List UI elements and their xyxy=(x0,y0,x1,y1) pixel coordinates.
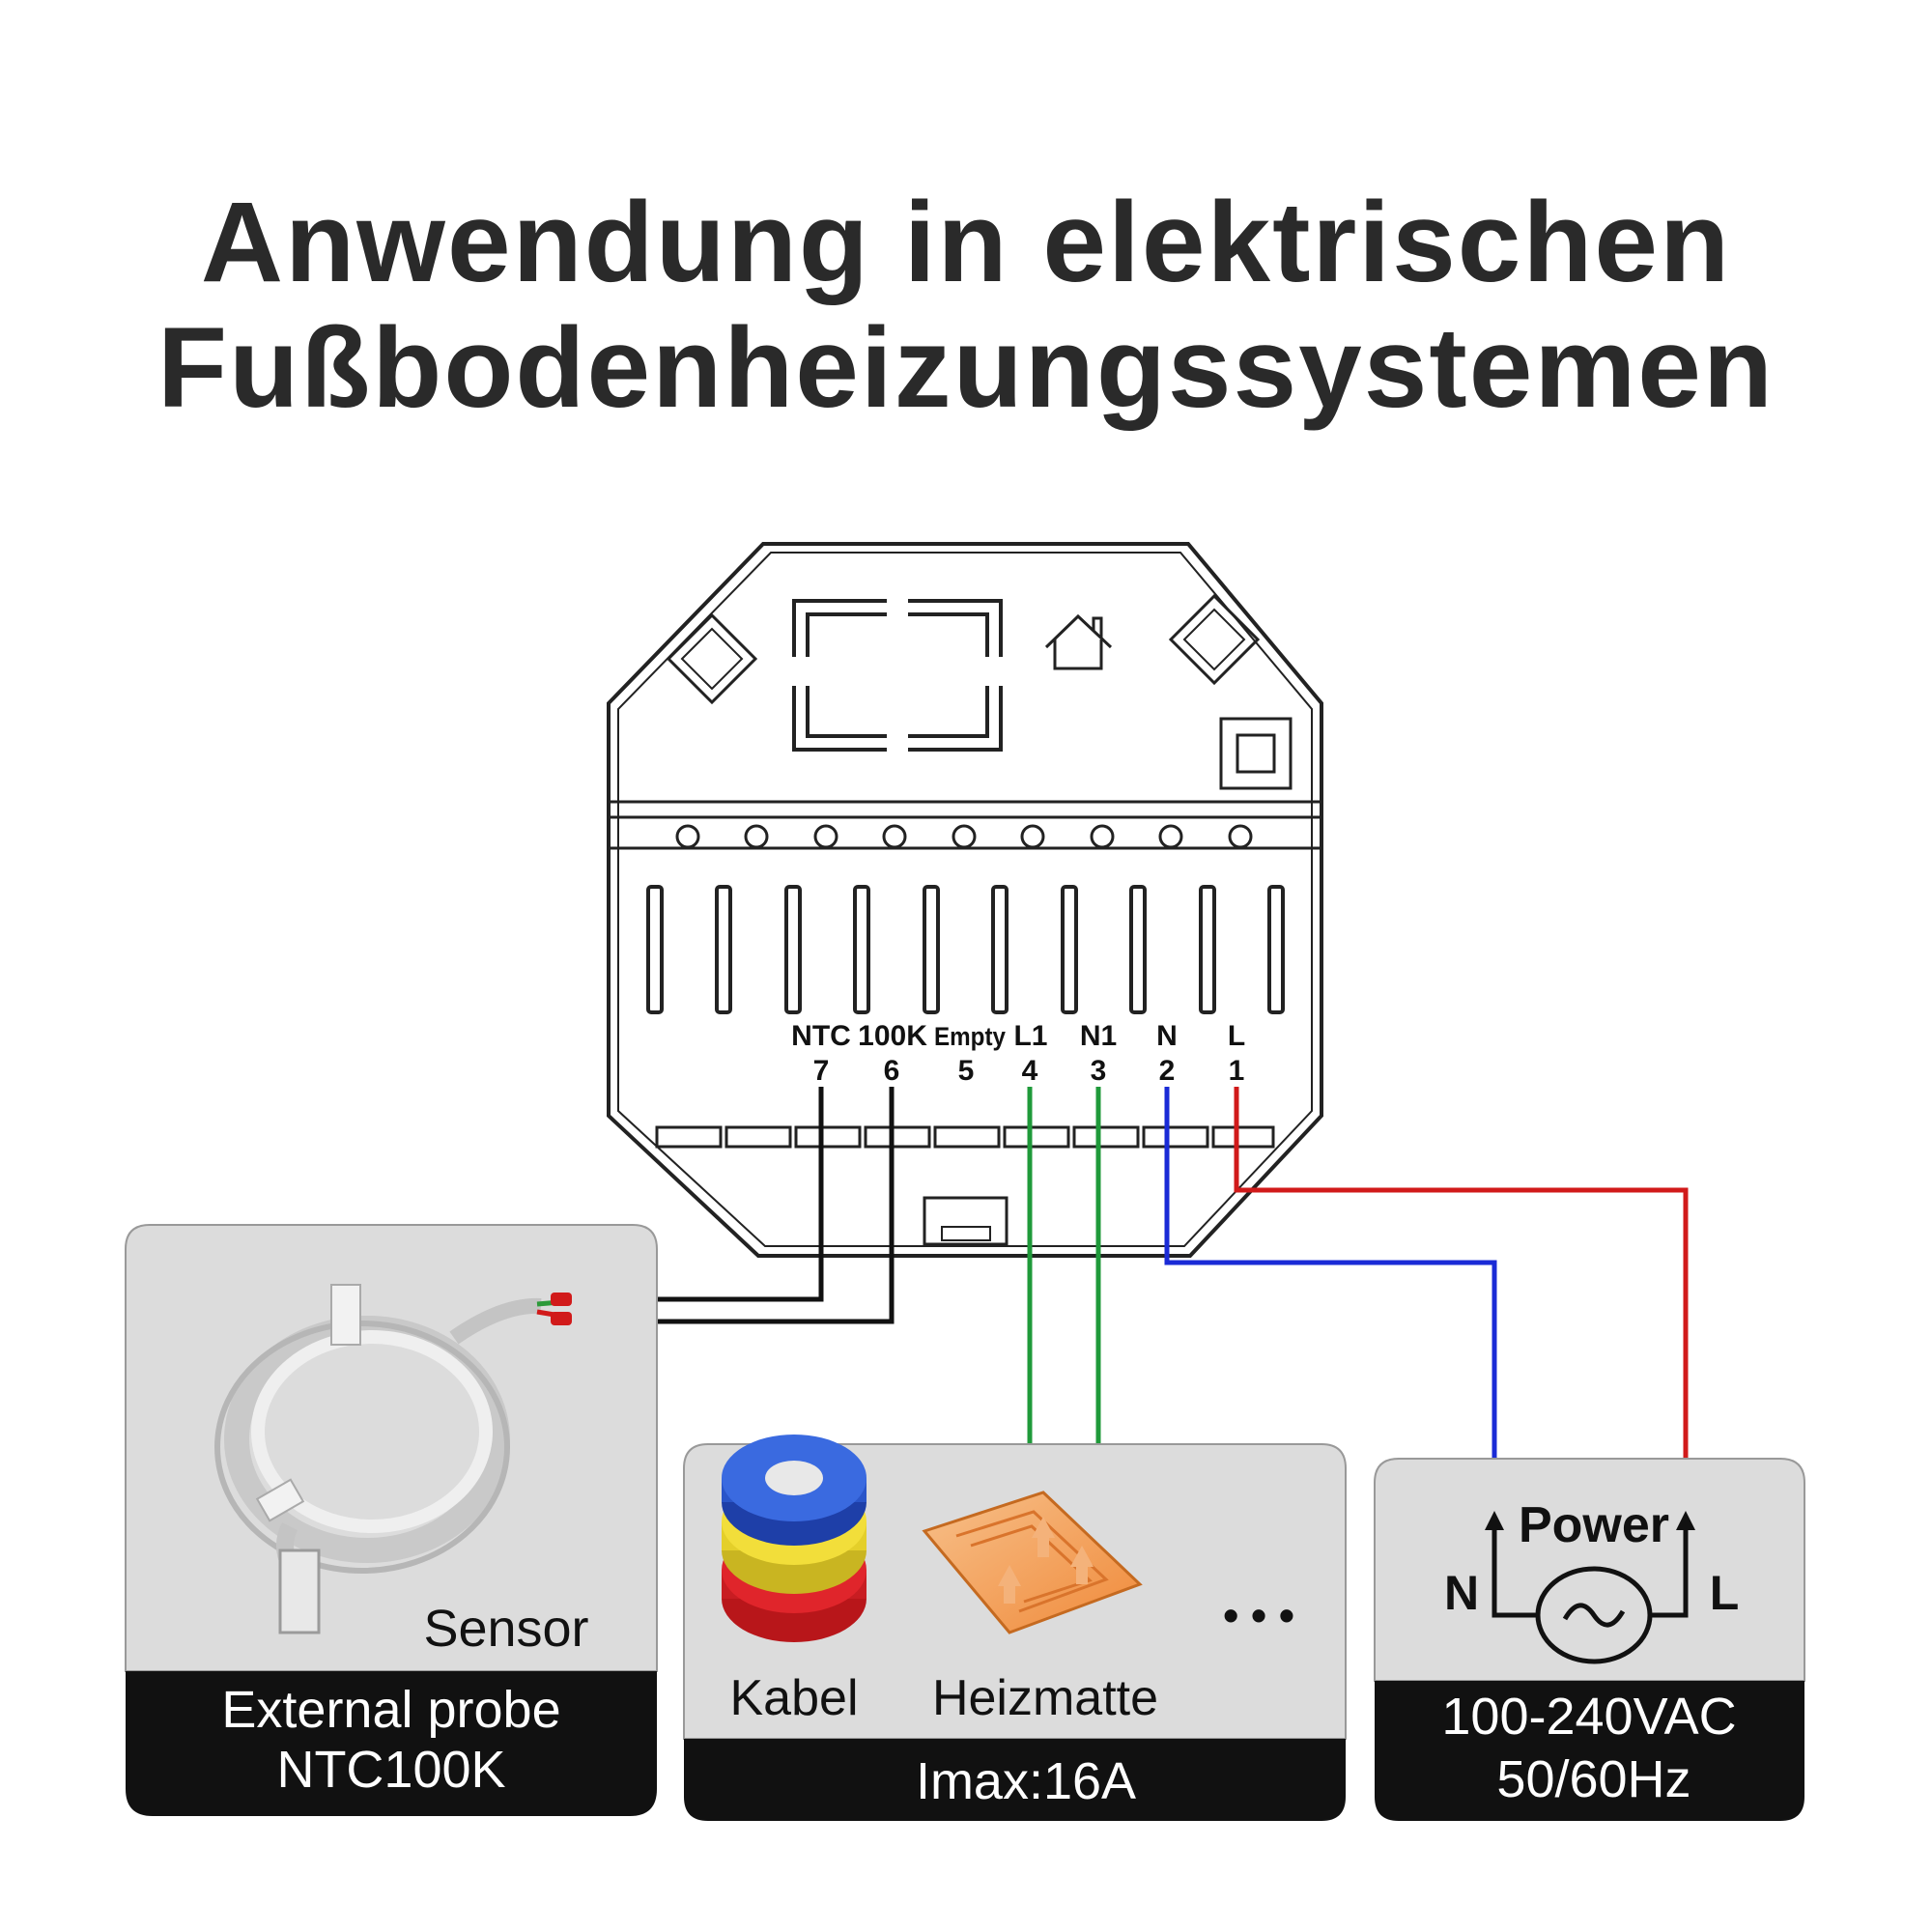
terminal-number-5: 5 xyxy=(958,1055,975,1087)
sensor-caption-line-2: NTC100K xyxy=(276,1741,505,1799)
sensor-panel: Sensor External probe NTC100K xyxy=(125,1224,658,1816)
load-item-heizmatte: Heizmatte xyxy=(932,1670,1158,1726)
module-outline xyxy=(607,542,1323,1258)
power-panel-caption-bg xyxy=(1375,1681,1804,1821)
load-item-kabel: Kabel xyxy=(730,1670,859,1726)
terminal-number-7: 7 xyxy=(813,1055,830,1087)
terminal-number-1: 1 xyxy=(1229,1055,1245,1087)
load-item-more: • • • xyxy=(1223,1590,1294,1640)
wire-ntc-black xyxy=(580,1087,824,1302)
sensor-image-label: Sensor xyxy=(423,1600,588,1658)
power-symbol-label: Power xyxy=(1519,1497,1669,1553)
wire-100k-black xyxy=(580,1087,895,1324)
thermostat-module xyxy=(607,542,1323,1258)
square-button xyxy=(1219,717,1293,790)
screw-holes xyxy=(675,824,1253,849)
wire-n-blue xyxy=(1164,1087,1497,1478)
terminal-name-l1: L1 xyxy=(1013,1020,1047,1052)
terminal-number-2: 2 xyxy=(1159,1055,1176,1087)
terminal-name-l: L xyxy=(1228,1020,1245,1052)
terminal-name-n1: N1 xyxy=(1080,1020,1117,1052)
bottom-slot xyxy=(923,1196,1009,1246)
terminal-clamps xyxy=(655,1125,1275,1149)
title-line-1: Anwendung in elektrischen xyxy=(200,179,1732,306)
power-caption-line-1: 100-240VAC xyxy=(1441,1688,1736,1746)
terminal-number-3: 3 xyxy=(1091,1055,1107,1087)
right-tab xyxy=(1168,593,1261,686)
ac-source-icon xyxy=(1485,1511,1695,1664)
wires xyxy=(580,1087,1689,1485)
wire-l-red xyxy=(1234,1087,1689,1485)
terminal-blades xyxy=(646,885,1285,1014)
cable-coil-icon xyxy=(722,1435,867,1642)
power-caption-line-2: 50/60Hz xyxy=(1496,1750,1690,1808)
terminal-number-4: 4 xyxy=(1022,1055,1038,1087)
power-live-label: L xyxy=(1710,1566,1740,1620)
load-caption: Imax:16A xyxy=(916,1752,1136,1810)
terminal-name-ntc: NTC xyxy=(791,1020,851,1052)
terminal-number-6: 6 xyxy=(884,1055,900,1087)
display-window xyxy=(792,599,1003,752)
power-neutral-label: N xyxy=(1444,1566,1479,1620)
terminal-name-n: N xyxy=(1156,1020,1178,1052)
title-line-2: Fußbodenheizungssystemen xyxy=(157,304,1775,432)
power-panel: Power N L 100-240VAC 50/60Hz xyxy=(1374,1458,1805,1821)
heating-mat-icon xyxy=(922,1491,1143,1634)
home-icon xyxy=(1044,613,1113,670)
load-panel-caption-bg xyxy=(684,1739,1346,1821)
terminal-name-100k: 100K xyxy=(858,1020,927,1052)
terminal-name-empty: Empty xyxy=(934,1022,1006,1051)
left-tab xyxy=(666,612,758,705)
terminal-labels: NTC 7 100K 6 Empty 5 L1 4 N1 3 N 2 L 1 xyxy=(791,1020,1245,1087)
load-panel: Kabel Heizmatte • • • Imax:16A xyxy=(683,1435,1347,1821)
sensor-probe-icon xyxy=(214,1284,572,1634)
sensor-panel-caption-bg xyxy=(126,1671,657,1816)
sensor-caption-line-1: External probe xyxy=(221,1681,560,1739)
